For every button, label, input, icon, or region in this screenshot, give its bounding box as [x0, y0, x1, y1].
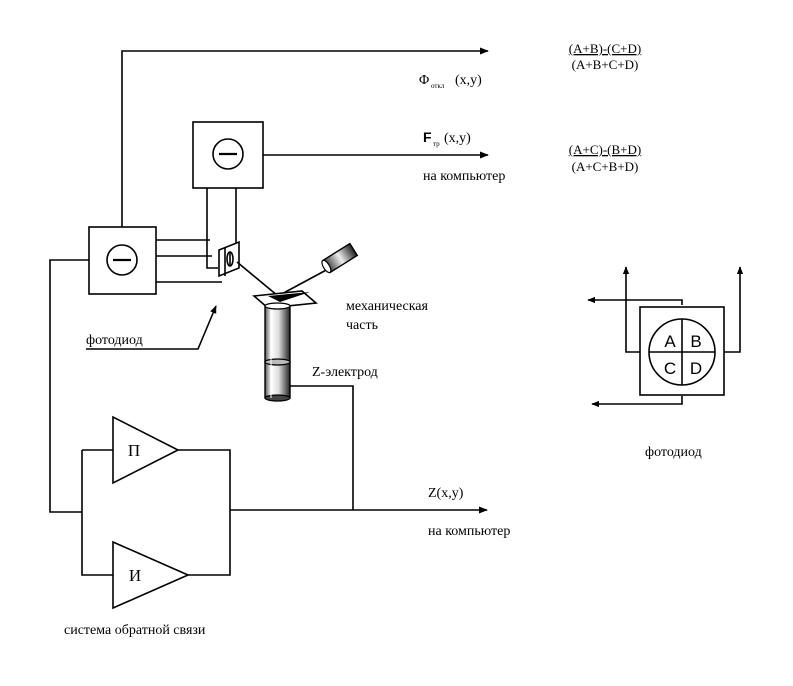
friction-destination: на компьютер — [423, 169, 505, 184]
amplifier-p — [112, 415, 180, 485]
amplifier-i — [112, 540, 190, 610]
phi-subscript: откл — [431, 82, 445, 90]
laser-source — [321, 242, 359, 274]
quadrant-a-label: A — [664, 332, 676, 351]
deflection-formula: (A+B)-(C+D) (A+B+C+D) — [569, 41, 641, 72]
deflection-formula-numerator: (A+B)-(C+D) — [569, 41, 641, 56]
deflection-output-line — [121, 47, 489, 227]
z-electrode-tube — [264, 302, 291, 402]
friction-output-label: F тр (x,y) на компьютер — [423, 129, 505, 184]
f-symbol: F — [423, 129, 432, 145]
quadrant-c-label: C — [664, 359, 676, 378]
f-subscript: тр — [433, 140, 440, 148]
quadrant-d-label: D — [690, 359, 702, 378]
mechanical-part-label-1: механическая — [346, 299, 429, 314]
deflection-subtractor — [88, 226, 157, 295]
mechanical-part-label-2: часть — [346, 318, 378, 333]
photodiode-label-right: фотодиод — [645, 445, 702, 460]
photodiode-sensor — [218, 240, 240, 278]
amplifier-i-label: И — [129, 566, 141, 585]
z-electrode-label: Z-электрод — [312, 365, 378, 380]
z-output-label: Z(x,y) — [428, 486, 464, 501]
feedback-system-label: система обратной связи — [64, 623, 206, 638]
friction-formula: (A+C)-(B+D) (A+C+B+D) — [569, 142, 641, 174]
phi-args: (x,y) — [455, 73, 482, 88]
z-output-destination: на компьютер — [428, 524, 510, 539]
quadrant-photodiode — [587, 266, 744, 408]
deflection-formula-denominator: (A+B+C+D) — [572, 57, 639, 72]
friction-subtractor — [192, 121, 264, 189]
photodiode-label-left: фотодиод — [86, 333, 143, 348]
deflection-output-label: Φ откл (x,y) — [419, 73, 482, 90]
phi-symbol: Φ — [419, 73, 429, 88]
friction-formula-denominator: (A+C+B+D) — [572, 159, 639, 174]
friction-formula-numerator: (A+C)-(B+D) — [569, 142, 641, 157]
f-args: (x,y) — [444, 131, 471, 146]
amplifier-p-label: П — [128, 441, 140, 460]
quadrant-b-label: B — [690, 332, 701, 351]
